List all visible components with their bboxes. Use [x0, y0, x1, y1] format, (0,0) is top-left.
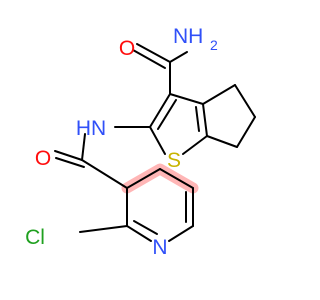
atom-sulfur: S [167, 149, 181, 172]
molecule-structure: O NH 2 HN O S Cl N [25, 25, 256, 259]
bond [55, 157, 85, 168]
atom-oxygen-top: O [119, 37, 135, 60]
bond [236, 116, 256, 148]
atom-oxygen-left: O [35, 147, 51, 170]
bond [126, 225, 152, 242]
bond [169, 51, 188, 63]
bond [126, 168, 161, 189]
atom-pyridine-nitrogen: N [152, 236, 167, 259]
bond [132, 49, 166, 69]
bond [149, 126, 166, 155]
bond [234, 84, 256, 118]
bond [81, 159, 128, 189]
bonds [54, 43, 256, 242]
atom-nitrogen-amine: NH [173, 25, 203, 48]
bond [202, 103, 208, 137]
atom-amine-subscript: 2 [210, 37, 218, 53]
atom-chlorine: Cl [25, 226, 45, 249]
bond [168, 225, 194, 242]
bond [159, 168, 194, 189]
bond [79, 225, 128, 233]
bond [195, 106, 200, 132]
bond [169, 93, 204, 105]
bond [206, 135, 238, 148]
atom-labels: O NH 2 HN O S Cl N [25, 25, 218, 259]
molecule-canvas: O NH 2 HN O S Cl N [25, 25, 256, 259]
bond [157, 99, 177, 130]
bond [54, 150, 83, 161]
aromatic-highlight [121, 163, 199, 194]
bond [182, 135, 208, 155]
atom-nh: HN [76, 117, 106, 140]
bond [136, 43, 171, 63]
bond [202, 84, 236, 105]
bond [81, 133, 86, 161]
bond [133, 220, 158, 235]
bond [149, 93, 171, 128]
